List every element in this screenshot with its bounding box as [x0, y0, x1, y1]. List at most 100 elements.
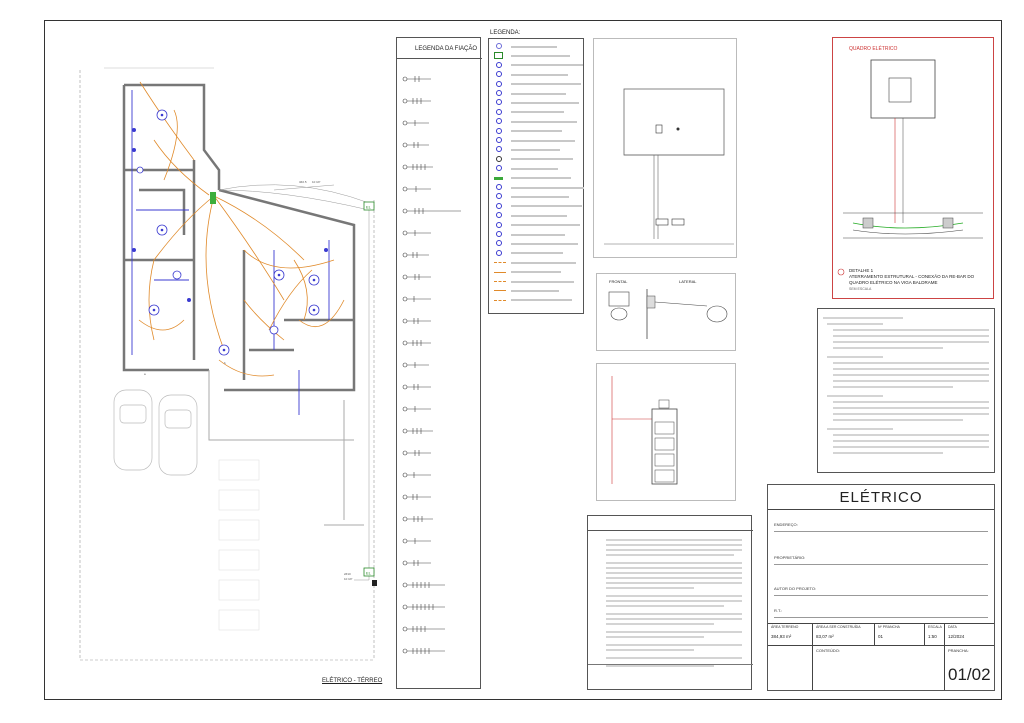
- symbol-legend-text-placeholder: [511, 299, 572, 302]
- switch-pulse-icon: [496, 118, 502, 125]
- symbol-legend-item: [494, 211, 594, 220]
- symbol-legend-text-placeholder: [511, 111, 564, 114]
- title-block-field-label: DATA: [948, 625, 957, 629]
- symbol-legend-item: [494, 98, 594, 107]
- symbol-legend-item: [494, 221, 594, 230]
- switch-simple-icon: [496, 71, 502, 78]
- symbol-legend-text-placeholder: [511, 64, 583, 67]
- symbol-legend-text-placeholder: [511, 139, 575, 142]
- title-block-field-value: 12/2024: [948, 634, 965, 639]
- grounding-notes: [817, 308, 995, 473]
- symbol-legend-text-placeholder: [511, 120, 577, 123]
- symbol-legend-text-placeholder: [511, 167, 558, 170]
- detalhe-1-panel: QUADRO ELÉTRICO DETALHE 1 ATERRAMENTO ES…: [832, 37, 994, 299]
- led-strip-icon: [494, 176, 503, 180]
- symbol-legend-text-placeholder: [511, 148, 560, 151]
- outlet-low-icon: [496, 184, 502, 190]
- symbol-legend-item: [494, 183, 594, 192]
- symbol-legend-text-placeholder: [511, 289, 559, 292]
- autor-label: AUTOR DO PROJETO:: [774, 586, 817, 591]
- symbol-legend-text-placeholder: [511, 214, 567, 217]
- symbol-legend-text-placeholder: [511, 186, 584, 189]
- symbol-legend-item: [494, 164, 594, 173]
- symbol-legend-text-placeholder: [511, 271, 561, 274]
- symbol-legend-item: [494, 89, 594, 98]
- symbol-legend-item: [494, 136, 594, 145]
- outlet-floor-icon: [496, 212, 502, 219]
- symbol-legend-item: [494, 277, 594, 286]
- lamp-point-icon: [496, 61, 502, 68]
- symbol-legend-item: [494, 61, 594, 70]
- floor-plan: EL EL 3#2.5 10 UP 2#10 10 UP a b: [79, 67, 377, 661]
- svg-text:b: b: [224, 361, 226, 365]
- symbol-legend-item: [494, 174, 594, 183]
- notes-text-lines: [606, 539, 742, 667]
- symbol-legend-title: LEGENDA:: [490, 30, 521, 36]
- luminaire-ceiling-icon: [496, 43, 502, 49]
- symbol-legend-item: [494, 127, 594, 136]
- prancha-label: PRANCHA:: [948, 648, 969, 653]
- outlet-high-icon: [496, 202, 502, 209]
- symbol-legend-item: [494, 258, 594, 267]
- symbol-legend-item: [494, 80, 594, 89]
- outlet-double-high-icon: [496, 240, 502, 247]
- symbol-legend-text-placeholder: [511, 177, 571, 180]
- title-block-field-value: 83,07 m²: [816, 634, 834, 639]
- symbol-legend-text-placeholder: [511, 224, 580, 227]
- title-block-field-label: Nº PRANCHA: [878, 625, 900, 629]
- switch-triple-icon: [496, 99, 502, 106]
- title-block-field-value: 01: [878, 634, 884, 639]
- symbol-legend-text-placeholder: [511, 195, 569, 198]
- installation-notes: [587, 515, 753, 690]
- proprietario-label: PROPRIETÁRIO:: [774, 555, 806, 560]
- symbol-legend-text-placeholder: [511, 73, 568, 76]
- symbol-legend-item: [494, 145, 594, 154]
- symbol-legend-item: [494, 192, 594, 201]
- lateral-label: LATERAL: [679, 279, 697, 284]
- symbol-legend-text-placeholder: [511, 92, 566, 95]
- title-block: ELÉTRICO ENDEREÇO: PROPRIETÁRIO: AUTOR D…: [767, 484, 995, 691]
- title-block-field: Nº PRANCHA 01: [874, 623, 924, 645]
- symbol-legend-text-placeholder: [511, 252, 563, 255]
- symbol-legend-item: [494, 249, 594, 258]
- title-block-field: DATA 12/2024: [944, 623, 994, 645]
- conteudo-label: CONTEÚDO:: [816, 648, 840, 653]
- title-block-field-value: 384,93 m²: [771, 634, 792, 639]
- svg-text:EL: EL: [366, 571, 372, 576]
- svg-text:EL: EL: [366, 205, 372, 210]
- symbol-legend-text-placeholder: [511, 242, 578, 245]
- title-block-field: ÁREA A SER CONSTRUÍDA 83,07 m²: [812, 623, 874, 645]
- fiacao-legend-title: LEGENDA DA FIAÇÃO: [415, 46, 478, 52]
- symbol-legend-text-placeholder: [511, 54, 570, 57]
- symbol-legend-item: [494, 155, 594, 164]
- endereco-label: ENDEREÇO:: [774, 522, 798, 527]
- luminaire-circle-icon: [496, 127, 502, 134]
- symbol-legend-text-placeholder: [511, 130, 562, 133]
- grounding-notes-lines: [823, 317, 989, 454]
- switch-parallel-icon: [496, 90, 502, 96]
- cabinet-detail: [596, 363, 736, 501]
- title-block-field-label: ÁREA A SER CONSTRUÍDA: [816, 625, 861, 629]
- title-block-field-label: ESCALA: [928, 625, 942, 629]
- quadro-label: QUADRO ELÉTRICO: [849, 46, 898, 52]
- symbol-legend-item: [494, 296, 594, 305]
- symbol-legend-text-placeholder: [511, 101, 579, 104]
- symbol-legend-text-placeholder: [511, 205, 582, 208]
- title-block-field-value: 1:50: [928, 634, 937, 639]
- symbol-legend-panel: [488, 38, 584, 314]
- svg-text:10 UP: 10 UP: [312, 180, 320, 184]
- symbol-legend-item: [494, 268, 594, 277]
- rt-label: R.T.:: [774, 608, 783, 613]
- outlet-double-mid-icon: [496, 231, 502, 237]
- conduit-wall-icon: [494, 281, 506, 282]
- sheet-frame: [44, 20, 1002, 700]
- lamp-post-icon: [496, 165, 502, 172]
- terminal-detail: [593, 38, 737, 258]
- box-el-icon: [494, 52, 503, 60]
- detalhe-1-description: ATERRAMENTO ESTRUTURAL - CONEXÃO DA RE-B…: [849, 274, 975, 285]
- symbol-legend-item: [494, 108, 594, 117]
- switch-sensor-icon: [496, 108, 502, 115]
- title-block-field-label: ÁREA TERRENO: [771, 625, 799, 629]
- svg-text:2#10: 2#10: [344, 572, 351, 576]
